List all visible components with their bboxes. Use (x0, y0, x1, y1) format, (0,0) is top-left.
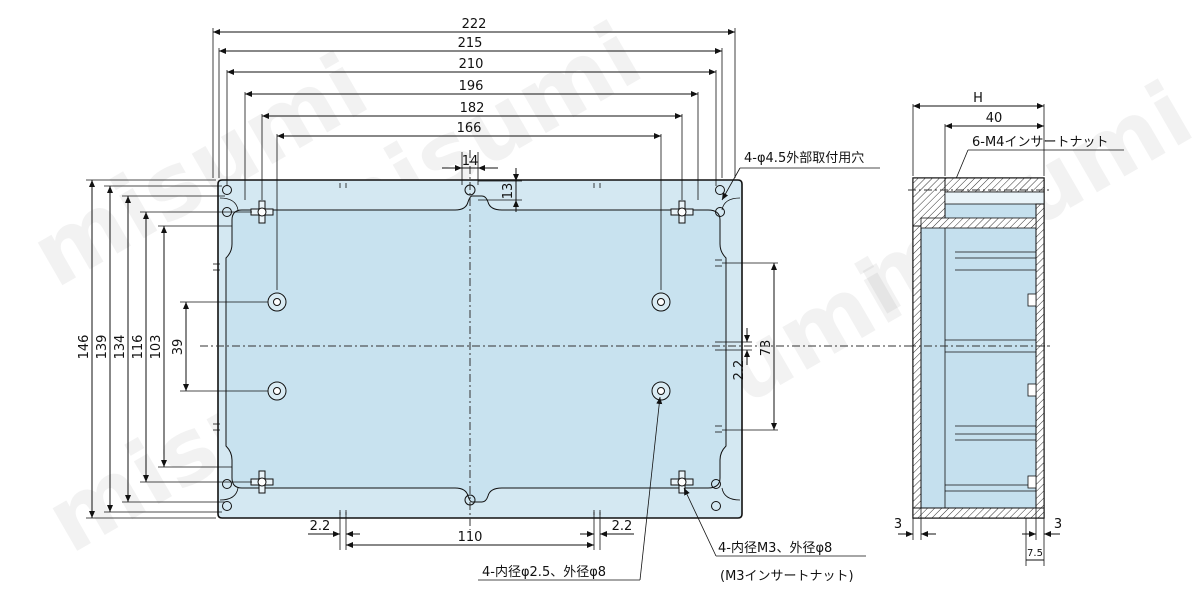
corner-pocket-bl (219, 487, 239, 501)
dim-166-label: 166 (457, 121, 482, 136)
dim-13-label: 13 (501, 183, 516, 200)
dim-134-label: 134 (113, 335, 128, 360)
mount-holes (222, 184, 725, 511)
dim-73-label: 73 (759, 340, 774, 357)
dim-2-2-left-label: 2.2 (310, 519, 331, 534)
inner-boss-icon (267, 381, 287, 401)
corner-pocket-br (721, 487, 741, 501)
dim-146-label: 146 (77, 335, 92, 360)
side-dim-7-5-label: 7.5 (1027, 548, 1043, 559)
right-dimensions: 73 2.2 (722, 262, 778, 431)
top-dimensions: 222 215 210 196 182 166 14 13 (212, 17, 736, 290)
dim-39-label: 39 (171, 339, 186, 356)
dim-2-2-right-label: 2.2 (732, 360, 747, 381)
inner-boss-icon (651, 292, 671, 312)
side-wall-left (912, 225, 922, 509)
side-dim-right3-label: 3 (1054, 517, 1062, 532)
inner-m3-label: 4-内径M3、外径φ8 (718, 540, 832, 556)
side-dim-h-label: H (973, 91, 983, 106)
side-wall-bottom (912, 507, 1045, 519)
mount-hole-icon (715, 185, 725, 195)
front-view (200, 150, 1050, 530)
dim-2-2-right-bottom-label: 2.2 (612, 519, 633, 534)
dim-182-label: 182 (460, 101, 485, 116)
side-view: H 40 6-M4インサートナット (894, 91, 1124, 566)
side-body-outline (912, 177, 1045, 519)
inner-boss-icon (267, 292, 287, 312)
mount-hole-icon (711, 479, 721, 489)
inner-boss-icon (651, 381, 671, 401)
dim-116-label: 116 (131, 335, 146, 360)
center-hole-top-icon (464, 184, 476, 196)
dim-14-label: 14 (462, 154, 479, 169)
dim-139-label: 139 (95, 335, 110, 360)
center-hole-bottom-icon (464, 494, 476, 506)
mount-hole-icon (715, 207, 725, 217)
cross-bosses (250, 200, 694, 494)
cross-boss-icon (250, 200, 274, 224)
cross-boss-icon (250, 470, 274, 494)
dim-222-label: 222 (462, 17, 487, 32)
mount-hole-icon (222, 479, 232, 489)
corner-pocket-tl (219, 197, 239, 211)
side-dim-left3-label: 3 (894, 517, 902, 532)
mount-holes-label: 4-φ4.5外部取付用穴 (744, 151, 864, 166)
dim-210-label: 210 (459, 57, 484, 72)
dim-215-label: 215 (458, 36, 483, 51)
bottom-dimensions: 2.2 110 2.2 (308, 512, 634, 550)
inner-m3-sub-label: (M3インサートナット) (720, 569, 854, 584)
cross-boss-icon (670, 200, 694, 224)
insert-m4-label: 6-M4インサートナット (972, 135, 1108, 150)
inner-bosses (267, 292, 671, 401)
mount-hole-icon (222, 501, 232, 511)
dim-196-label: 196 (459, 79, 484, 94)
dim-103-label: 103 (149, 335, 164, 360)
dim-110-label: 110 (458, 530, 483, 545)
inner-small-label: 4-内径φ2.5、外径φ8 (482, 564, 606, 580)
left-dimensions: 146 139 134 116 103 39 (77, 179, 268, 519)
side-dim-40-label: 40 (986, 111, 1003, 126)
mount-hole-icon (711, 501, 721, 511)
box-inner-outline (225, 195, 727, 503)
side-wall-right (1035, 203, 1045, 509)
callouts: 4-φ4.5外部取付用穴 4-内径φ2.5、外径φ8 4-内径M3、外径φ8 (… (478, 151, 880, 584)
